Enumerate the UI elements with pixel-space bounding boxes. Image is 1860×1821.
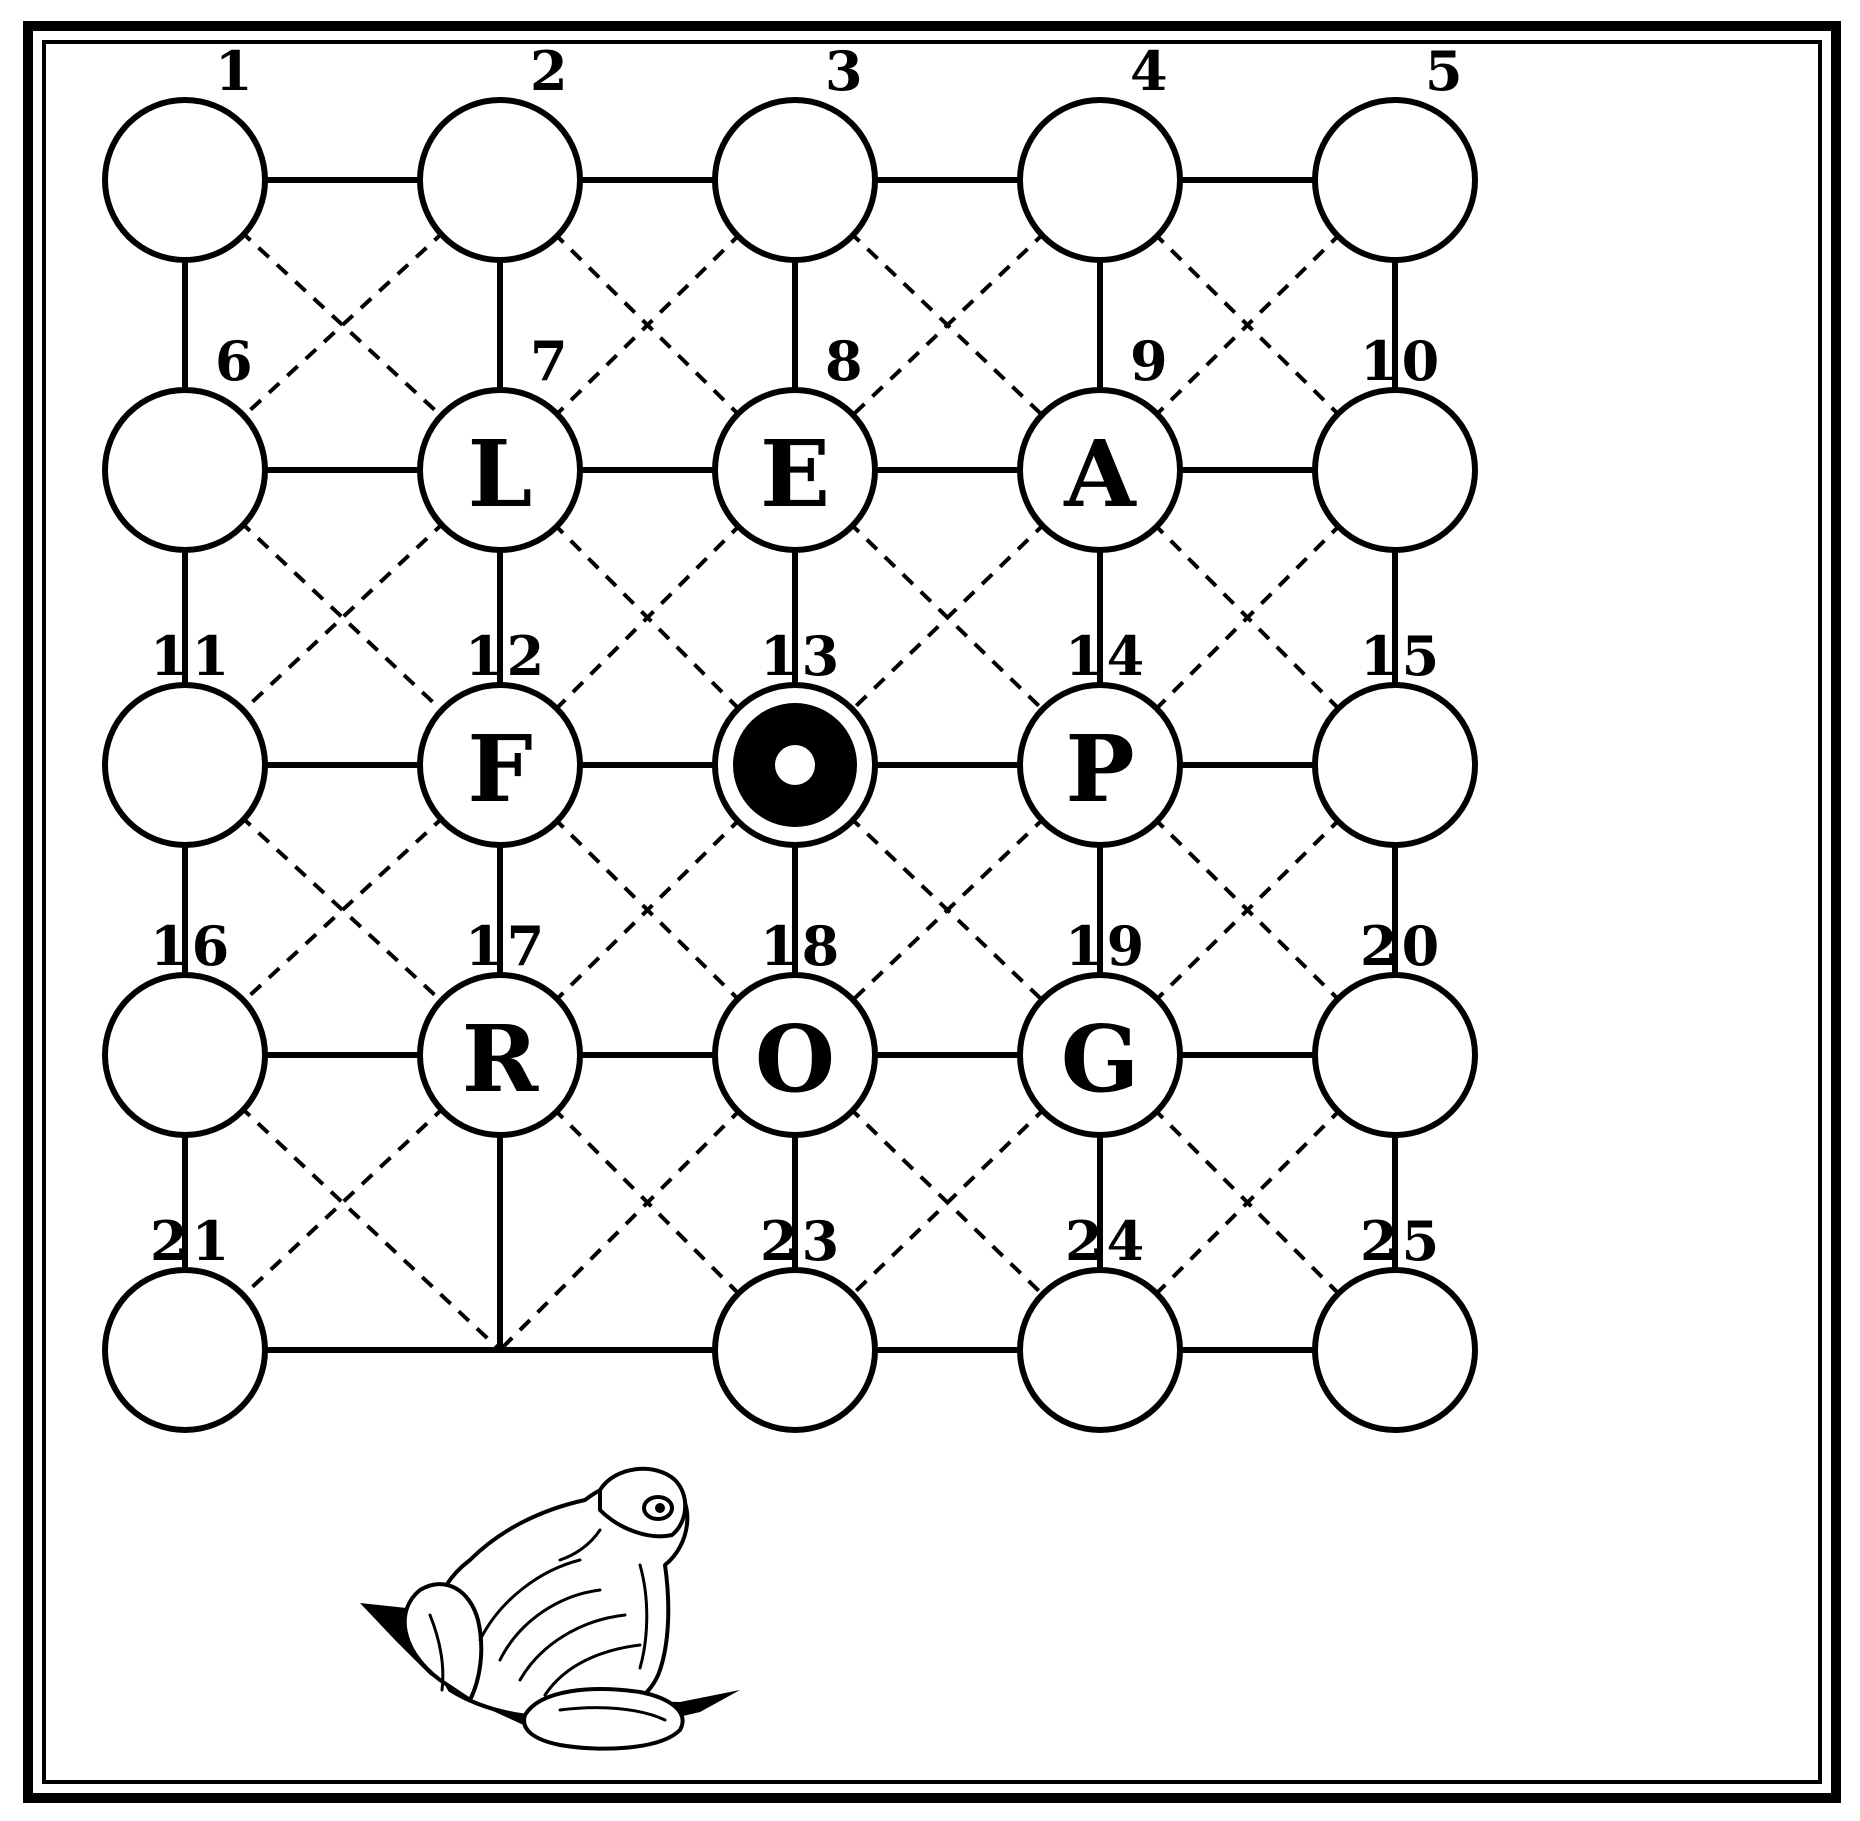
- target-center-icon: [775, 745, 815, 785]
- board-node-4[interactable]: 4: [1017, 39, 1183, 263]
- node-circle: [712, 972, 878, 1138]
- board-node-11[interactable]: 11: [102, 624, 268, 848]
- board-node-24[interactable]: 24: [1017, 1209, 1183, 1433]
- diagonal-line: [1098, 468, 1397, 767]
- node-circle: [712, 1267, 878, 1433]
- node-circle: [102, 682, 268, 848]
- board-node-6[interactable]: 6: [102, 329, 268, 553]
- node-number: 15: [1360, 624, 1443, 688]
- node-number: 7: [530, 329, 572, 393]
- node-letter: P: [1065, 715, 1134, 823]
- node-circle: [102, 972, 268, 1138]
- node-number: 4: [1130, 39, 1172, 103]
- frame-inner: [42, 40, 1822, 1784]
- board-node-19[interactable]: G 19: [1017, 914, 1183, 1138]
- board-node-7[interactable]: L7: [417, 329, 583, 553]
- node-number: 25: [1360, 1209, 1443, 1273]
- node-number: 2: [530, 39, 572, 103]
- node-circle: [417, 682, 583, 848]
- frog-icon: [360, 1466, 740, 1751]
- node-circle: [1017, 1267, 1183, 1433]
- node-number: 19: [1065, 914, 1148, 978]
- diagonal-line: [498, 763, 797, 1057]
- board-node-17[interactable]: R 17: [417, 914, 583, 1138]
- node-number: 5: [1425, 39, 1467, 103]
- node-circle: [1312, 387, 1478, 553]
- node-letter: L: [468, 420, 533, 528]
- node-number: 12: [465, 624, 548, 688]
- board-node-20[interactable]: 20: [1312, 914, 1478, 1138]
- node-number: 3: [825, 39, 867, 103]
- node-number: 24: [1065, 1209, 1148, 1273]
- node-number: 20: [1360, 914, 1443, 978]
- node-number: 9: [1130, 329, 1172, 393]
- node-number: 16: [150, 914, 233, 978]
- board-node-9[interactable]: A9: [1017, 329, 1183, 553]
- node-circle: [1312, 972, 1478, 1138]
- board-node-1[interactable]: 1: [102, 39, 268, 263]
- node-circle: [1017, 387, 1183, 553]
- node-circle: [1017, 972, 1183, 1138]
- board-node-8[interactable]: E8: [712, 329, 878, 553]
- node-number: 17: [465, 914, 548, 978]
- node-circle: [1312, 97, 1478, 263]
- diagonal-line: [498, 468, 797, 767]
- node-circle: [417, 97, 583, 263]
- board-node-5[interactable]: 5: [1312, 39, 1478, 263]
- board-node-21[interactable]: 21: [102, 1209, 268, 1433]
- diagonal-line: [498, 1053, 797, 1352]
- node-letter: E: [760, 420, 830, 528]
- node-circle: [1017, 682, 1183, 848]
- board-node-12[interactable]: F 12: [417, 624, 583, 848]
- node-number: 13: [760, 624, 843, 688]
- node-circle: [417, 972, 583, 1138]
- frame-outer: [23, 21, 1841, 1803]
- diagonal-line: [1098, 178, 1397, 472]
- node-letter: F: [467, 715, 532, 823]
- node-circle: [417, 387, 583, 553]
- node-number: 14: [1065, 624, 1148, 688]
- node-number: 1: [215, 39, 257, 103]
- node-number: 21: [150, 1209, 233, 1273]
- board-node-13[interactable]: 13: [712, 624, 878, 848]
- board-node-14[interactable]: P 14: [1017, 624, 1183, 848]
- diagonal-line: [183, 1053, 502, 1352]
- board-node-18[interactable]: O 18: [712, 914, 878, 1138]
- node-number: 10: [1360, 329, 1443, 393]
- node-number: 18: [760, 914, 843, 978]
- node-letter: R: [462, 1005, 539, 1113]
- board-node-23[interactable]: 23: [712, 1209, 878, 1433]
- board-node-25[interactable]: 25: [1312, 1209, 1478, 1433]
- board-node-10[interactable]: 10: [1312, 329, 1478, 553]
- node-number: 11: [150, 624, 233, 688]
- board-node-3[interactable]: 3: [712, 39, 878, 263]
- node-circle: [712, 387, 878, 553]
- node-circle: [712, 97, 878, 263]
- node-letter: A: [1063, 420, 1137, 528]
- node-circle: [102, 1267, 268, 1433]
- diagonal-line: [1098, 1053, 1397, 1352]
- node-circle: [1312, 682, 1478, 848]
- node-number: 6: [215, 329, 257, 393]
- node-letter: G: [1061, 1005, 1140, 1113]
- node-circle: [1312, 1267, 1478, 1433]
- node-circle: [1017, 97, 1183, 263]
- node-circle: [102, 387, 268, 553]
- board-node-16[interactable]: 16: [102, 914, 268, 1138]
- node-circle: [102, 97, 268, 263]
- node-number: 23: [760, 1209, 843, 1273]
- diagonal-line: [1098, 763, 1397, 1057]
- board-node-15[interactable]: 15: [1312, 624, 1478, 848]
- node-letter: O: [755, 1005, 835, 1113]
- board-node-2[interactable]: 2: [417, 39, 583, 263]
- node-number: 8: [825, 329, 867, 393]
- diagonal-line: [498, 178, 797, 472]
